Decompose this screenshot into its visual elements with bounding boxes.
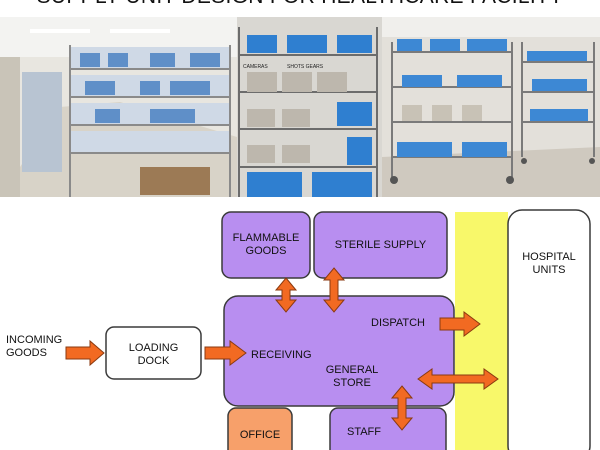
loading-dock-box xyxy=(105,326,202,380)
arrow-dock-to-receiving xyxy=(204,340,247,366)
flammable-goods-label: FLAMMABLE GOODS xyxy=(232,232,300,257)
staff-label: STAFF xyxy=(346,426,381,438)
arrow-store-staff xyxy=(390,385,414,431)
office-label: OFFICE xyxy=(239,429,281,441)
arrow-dispatch-out xyxy=(439,311,481,337)
page-title: SUPPLY UNIT DESIGN FOR HEALTHCARE FACILI… xyxy=(0,0,600,9)
arrow-incoming-to-dock xyxy=(65,339,105,367)
office-box xyxy=(227,407,293,450)
storage-room-photo-right xyxy=(382,17,600,197)
corridor xyxy=(455,212,508,450)
receiving-label: RECEIVING xyxy=(251,349,312,361)
supply-unit-flow-diagram: INCOMING GOODS LOADING DOCK FLAMMABLE GO… xyxy=(0,200,600,450)
sterile-supply-label: STERILE SUPPLY xyxy=(334,239,427,251)
sterile-supply-box xyxy=(313,211,448,279)
storage-room-photo-left xyxy=(0,17,237,197)
storage-room-photo-middle: CAMERAS SHOTS GEARS xyxy=(237,17,382,197)
general-store-label: GENERAL STORE xyxy=(325,364,379,389)
loading-dock-label: LOADING DOCK xyxy=(128,342,179,367)
hospital-units-box xyxy=(507,209,591,450)
hospital-units-label: HOSPITAL UNITS xyxy=(522,251,576,276)
arrow-store-hospital xyxy=(417,368,499,390)
arrow-sterile-store xyxy=(322,267,346,313)
dispatch-label: DISPATCH xyxy=(371,317,425,329)
cameras-shelf-label: CAMERAS xyxy=(243,64,268,70)
gear-shelf-label: SHOTS GEARS xyxy=(287,64,324,70)
arrow-flammable-store xyxy=(274,277,298,313)
flammable-goods-box xyxy=(221,211,311,279)
incoming-goods-label: INCOMING GOODS xyxy=(6,334,63,359)
staff-box xyxy=(329,407,447,450)
